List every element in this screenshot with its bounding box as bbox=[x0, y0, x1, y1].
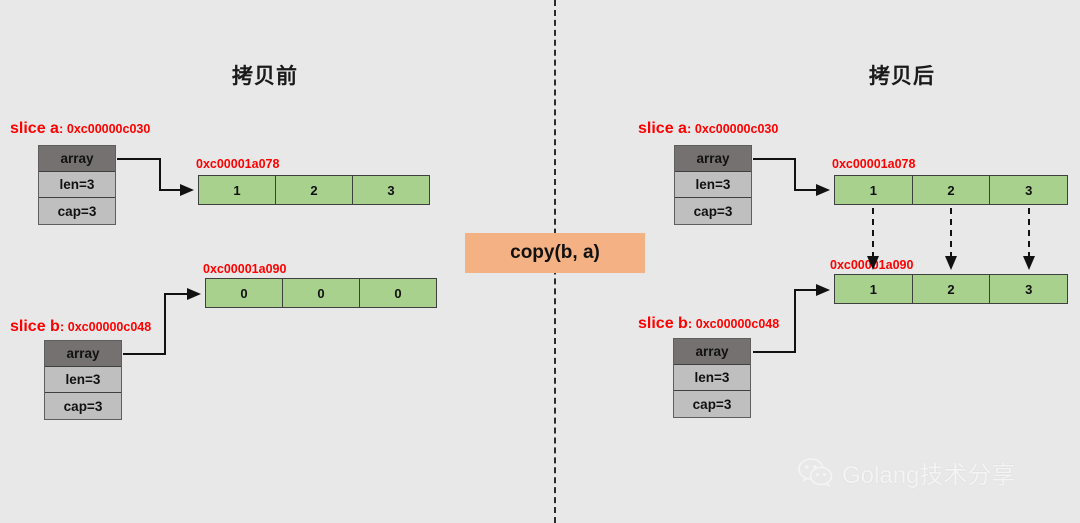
left-slice-a-field-len: len=3 bbox=[39, 172, 115, 198]
left-slice-a-address: 0xc00000c030 bbox=[66, 122, 151, 136]
watermark-text: Golang技术分享 bbox=[842, 462, 1016, 489]
right-slice-a-array-cell-0: 1 bbox=[835, 176, 913, 204]
wire-right-slice-a-to-array bbox=[753, 158, 830, 196]
right-slice-b-field-array: array bbox=[674, 339, 750, 365]
right-slice-a-array: 1 2 3 bbox=[834, 175, 1068, 205]
right-slice-a-label: slice a: 0xc00000c030 bbox=[638, 120, 778, 138]
right-slice-b-field-cap: cap=3 bbox=[674, 391, 750, 417]
right-slice-a-field-cap: cap=3 bbox=[675, 198, 751, 224]
left-slice-a-array-cell-1: 2 bbox=[276, 176, 353, 204]
wechat-icon bbox=[798, 457, 833, 487]
right-slice-a-struct: array len=3 cap=3 bbox=[674, 145, 752, 225]
left-slice-b-label: slice b: 0xc00000c048 bbox=[10, 318, 151, 336]
left-slice-a-field-array: array bbox=[39, 146, 115, 172]
right-slice-b-field-len: len=3 bbox=[674, 365, 750, 391]
left-slice-b-array-cell-2: 0 bbox=[360, 279, 436, 307]
left-slice-b-array-cell-0: 0 bbox=[206, 279, 283, 307]
left-slice-a-array-address: 0xc00001a078 bbox=[196, 157, 280, 171]
left-slice-a-array-cell-2: 3 bbox=[353, 176, 429, 204]
right-slice-a-array-address: 0xc00001a078 bbox=[832, 157, 916, 171]
right-panel-title: 拷贝后 bbox=[869, 65, 935, 88]
left-slice-b-name: slice b bbox=[10, 318, 60, 335]
left-slice-a-array-cell-0: 1 bbox=[199, 176, 276, 204]
wire-left-slice-a-to-array bbox=[117, 158, 194, 196]
right-slice-b-array: 1 2 3 bbox=[834, 274, 1068, 304]
copy-call-box: copy(b, a) bbox=[465, 233, 645, 273]
right-slice-a-field-len: len=3 bbox=[675, 172, 751, 198]
right-slice-b-array-cell-2: 3 bbox=[990, 275, 1068, 303]
left-panel-title: 拷贝前 bbox=[232, 65, 298, 88]
right-slice-b-label: slice b: 0xc00000c048 bbox=[638, 315, 779, 333]
right-slice-a-sep: : bbox=[686, 121, 695, 136]
left-slice-b-array: 0 0 0 bbox=[205, 278, 437, 308]
left-slice-a-name: slice a bbox=[10, 120, 59, 137]
right-slice-a-array-cell-1: 2 bbox=[912, 176, 991, 204]
left-slice-a-sep: : bbox=[58, 121, 67, 136]
left-slice-b-struct: array len=3 cap=3 bbox=[44, 340, 122, 420]
left-slice-a-field-cap: cap=3 bbox=[39, 198, 115, 224]
right-slice-b-sep: : bbox=[687, 316, 696, 331]
right-slice-b-struct: array len=3 cap=3 bbox=[673, 338, 751, 418]
left-slice-b-field-cap: cap=3 bbox=[45, 393, 121, 419]
left-slice-b-array-cell-1: 0 bbox=[283, 279, 360, 307]
right-slice-b-array-address: 0xc00001a090 bbox=[830, 258, 914, 272]
left-slice-b-array-address: 0xc00001a090 bbox=[203, 262, 287, 276]
right-slice-b-array-cell-0: 1 bbox=[835, 275, 913, 303]
right-slice-b-address: 0xc00000c048 bbox=[695, 317, 780, 331]
left-slice-b-field-len: len=3 bbox=[45, 367, 121, 393]
right-slice-b-name: slice b bbox=[638, 315, 688, 332]
right-slice-a-address: 0xc00000c030 bbox=[694, 122, 779, 136]
left-slice-b-sep: : bbox=[59, 319, 68, 334]
left-slice-a-struct: array len=3 cap=3 bbox=[38, 145, 116, 225]
right-slice-a-array-cell-2: 3 bbox=[990, 176, 1068, 204]
left-slice-a-array: 1 2 3 bbox=[198, 175, 430, 205]
right-slice-b-array-cell-1: 2 bbox=[912, 275, 991, 303]
watermark: Golang技术分享 bbox=[798, 455, 1015, 490]
right-slice-a-name: slice a bbox=[638, 120, 687, 137]
right-slice-a-field-array: array bbox=[675, 146, 751, 172]
left-slice-a-label: slice a: 0xc00000c030 bbox=[10, 120, 150, 138]
left-slice-b-address: 0xc00000c048 bbox=[67, 320, 152, 334]
left-slice-b-field-array: array bbox=[45, 341, 121, 367]
